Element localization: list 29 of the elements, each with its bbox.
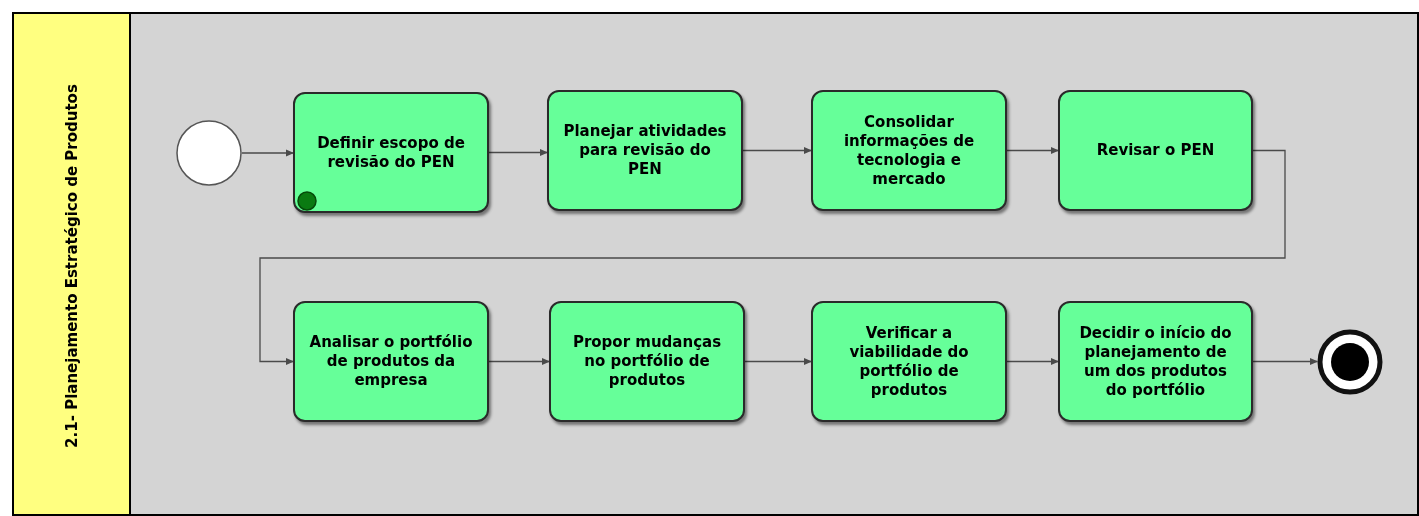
arrow <box>742 147 812 154</box>
task-box <box>811 90 1007 211</box>
task-label: Planejar atividades para revisão do PEN <box>562 122 728 179</box>
task-label: Verificar a viabilidade do portfólio de produtos <box>848 323 970 400</box>
arrow <box>241 149 294 157</box>
start-event-circle <box>176 120 242 186</box>
task-box <box>1058 301 1253 422</box>
arrow <box>1252 358 1318 365</box>
arrow <box>488 149 548 156</box>
arrow <box>744 358 812 365</box>
end-event-circle <box>1317 329 1383 395</box>
task-label: Analisar o portfólio de produtos da empresa <box>308 333 474 390</box>
arrow <box>259 149 1286 365</box>
task-label: Propor mudanças no portfólio de produtos <box>571 333 723 390</box>
swimlane <box>12 12 1419 516</box>
task-box <box>547 90 743 211</box>
arrow <box>488 358 550 365</box>
task-box <box>293 301 489 422</box>
task-box <box>811 301 1007 422</box>
task-box <box>1058 90 1253 211</box>
arrow <box>1006 358 1059 365</box>
task-label: Decidir o início do planejamento de um dos produtos do portfólio <box>1078 323 1233 400</box>
lane-title: 2.1- Planejamento Estratégico de Produtos <box>61 83 82 450</box>
task-box <box>293 92 489 213</box>
task-label: Definir escopo de revisão do PEN <box>316 133 466 172</box>
arrow <box>1006 147 1059 154</box>
task-label: Consolidar informações de tecnologia e mercado <box>842 112 976 189</box>
task-label: Revisar o PEN <box>1096 141 1215 160</box>
task-box <box>549 301 745 422</box>
